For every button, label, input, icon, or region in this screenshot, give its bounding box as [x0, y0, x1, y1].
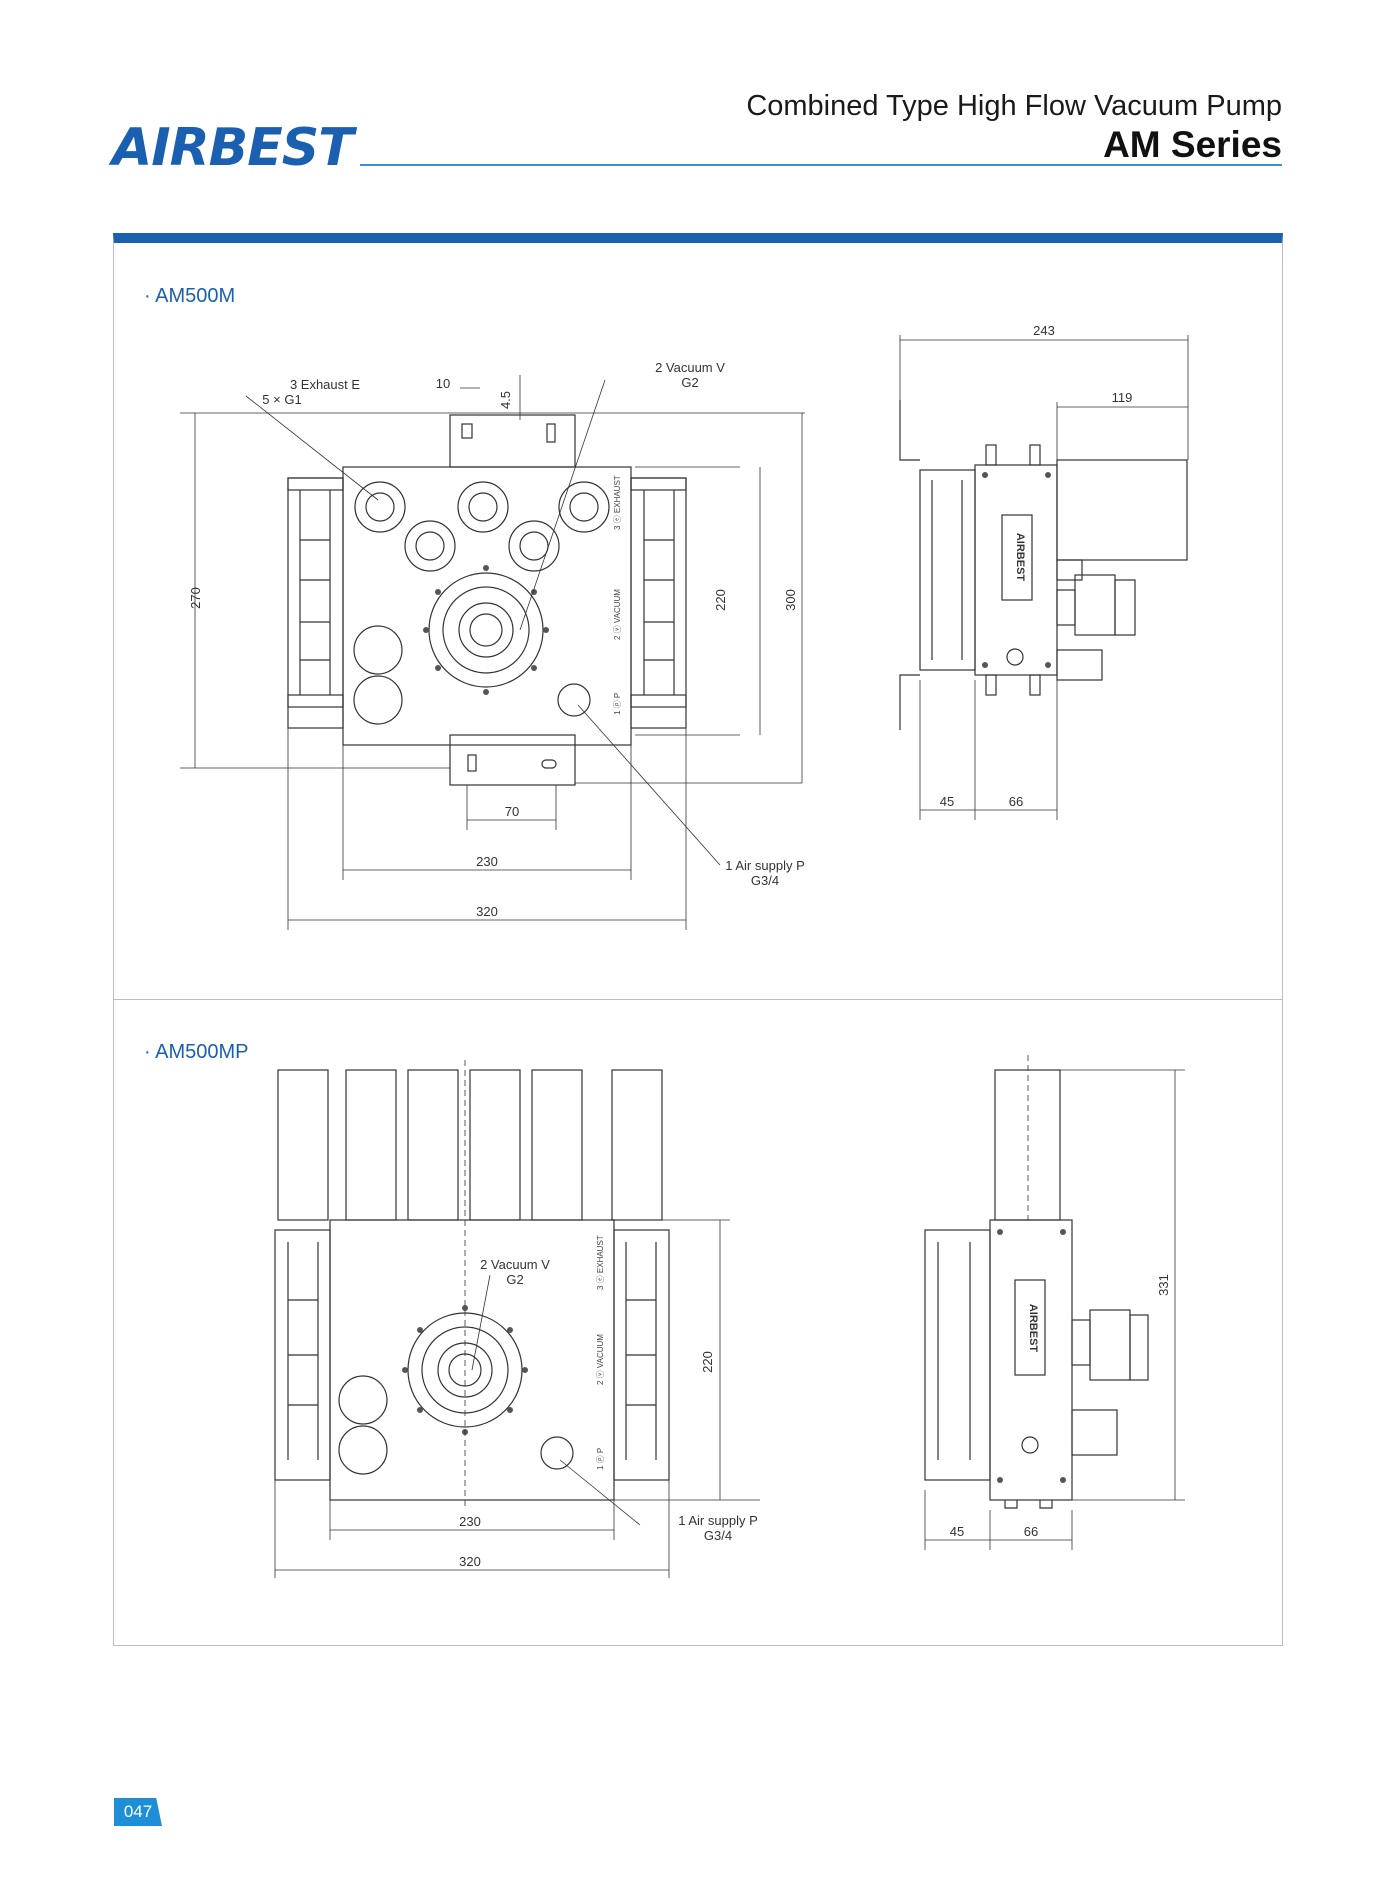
callout-vacuum: 2 Vacuum V	[655, 360, 725, 375]
section-label-am500mp: · AM500MP	[144, 1041, 249, 1063]
mp-callout-air-supply: 1 Air supply P	[678, 1513, 758, 1528]
port-label-pressure: 1 ⓟ P	[613, 693, 622, 715]
dim-230: 230	[476, 854, 498, 869]
am500m-front-view: 3 Exhaust E 5 × G1 2 Vacuum V G2 1 Air s…	[180, 360, 805, 930]
callout-air-size: G3/4	[751, 873, 779, 888]
dim-320: 320	[476, 904, 498, 919]
drawing-panel	[113, 233, 1283, 1646]
section-label-am500m: · AM500M	[144, 285, 236, 307]
panel-divider	[113, 999, 1283, 1000]
header-rule	[360, 164, 1282, 166]
port-label-exhaust: 3 ⓔ EXHAUST	[613, 475, 622, 530]
mp-side-brand-label: AIRBEST	[1027, 1304, 1039, 1353]
mp-dim-230: 230	[459, 1514, 481, 1529]
dim-220: 220	[713, 589, 728, 611]
mp-port-label-pressure: 1 ⓟ P	[596, 1448, 605, 1470]
mp-port-label-exhaust: 3 ⓔ EXHAUST	[596, 1235, 605, 1290]
page-number: 047	[114, 1798, 162, 1826]
dim-243: 243	[1033, 323, 1055, 338]
callout-exhaust: 3 Exhaust E	[290, 377, 360, 392]
mp-dim-320: 320	[459, 1554, 481, 1569]
mp-callout-vacuum: 2 Vacuum V	[480, 1257, 550, 1272]
dim-119: 119	[1112, 390, 1133, 405]
mp-port-label-vacuum: 2 ⓥ VACUUM	[596, 1334, 605, 1385]
dim-270: 270	[188, 587, 203, 609]
callout-vacuum-size: G2	[681, 375, 698, 390]
side-brand-label: AIRBEST	[1014, 533, 1026, 582]
dim-45: 45	[940, 794, 954, 809]
callout-exhaust-size: 5 × G1	[262, 392, 301, 407]
port-label-vacuum: 2 ⓥ VACUUM	[613, 589, 622, 640]
dim-10: 10	[436, 376, 450, 391]
mp-callout-vacuum-size: G2	[506, 1272, 523, 1287]
mp-dim-331: 331	[1156, 1274, 1171, 1296]
am500m-side-view: 243 119 45 66 AIRBEST	[899, 323, 1189, 820]
airbest-logo: AIRBEST	[112, 118, 354, 178]
am500mp-side-view: 331 45 66 AIRBEST	[924, 1055, 1185, 1550]
document-title: Combined Type High Flow Vacuum Pump	[746, 90, 1282, 122]
mp-callout-air-size: G3/4	[704, 1528, 732, 1543]
callout-air-supply: 1 Air supply P	[725, 858, 805, 873]
dim-66: 66	[1009, 794, 1023, 809]
dim-300: 300	[783, 589, 798, 611]
dim-4-5: 4.5	[498, 391, 513, 409]
dim-70: 70	[505, 804, 519, 819]
mp-dim-220: 220	[700, 1351, 715, 1373]
mp-dim-45: 45	[950, 1524, 964, 1539]
mp-dim-66: 66	[1024, 1524, 1038, 1539]
series-title: AM Series	[1103, 124, 1282, 165]
am500mp-front-view: 2 Vacuum V G2 1 Air supply P G3/4 220 23…	[274, 1060, 760, 1578]
